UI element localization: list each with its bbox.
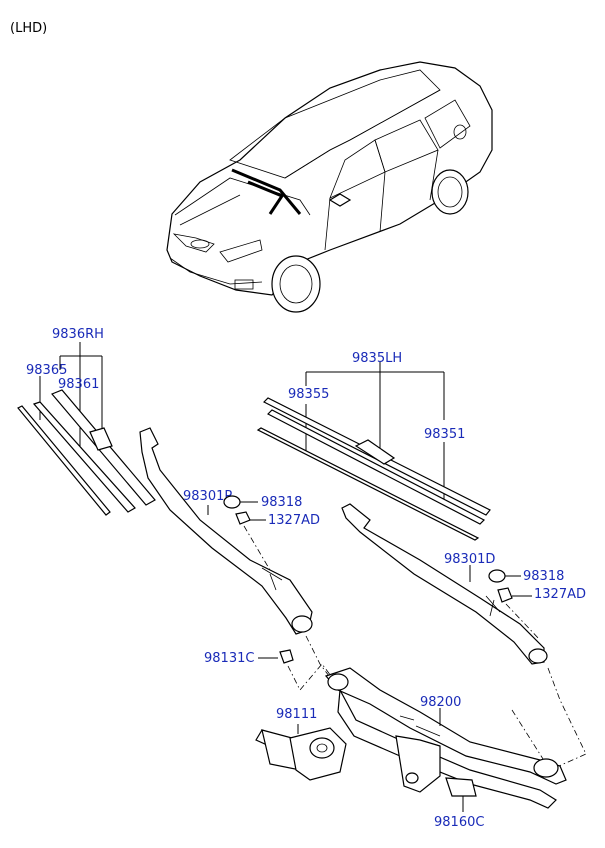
lh-blade-frame (266, 409, 486, 525)
lh-blade-label: 98351 (424, 427, 465, 442)
lh-blade-assy-label: 9835LH (352, 351, 402, 366)
lh-refill-strip (256, 427, 480, 541)
rh-blade-assy-label: 9836RH (52, 327, 104, 342)
car-illustration (166, 61, 493, 313)
lh-arm-label: 98301D (444, 552, 495, 567)
rh-refill-strip (17, 405, 111, 516)
rh-cap-part (223, 495, 241, 509)
rh-cap-label: 98318 (261, 495, 302, 510)
lh-nut-label: 1327AD (534, 587, 586, 602)
lh-wiper-arm (341, 503, 545, 665)
rh-blade-body (32, 401, 136, 513)
rh-arm-group (139, 427, 313, 635)
pivot-nut-part (279, 649, 294, 664)
rh-wiper-arm (139, 427, 313, 635)
rh-blade-label: 98361 (58, 377, 99, 392)
rh-blade-adapter (89, 427, 113, 451)
linkage-label: 98200 (420, 695, 461, 710)
linkage-assembly (324, 667, 567, 809)
rh-arm-label: 98301P (183, 489, 232, 504)
lh-blade-group (256, 362, 491, 541)
lh-arm-group (341, 503, 548, 665)
pivot-nut-label: 98131C (204, 651, 254, 666)
lh-blade-adapter (354, 439, 396, 465)
rh-nut-part (235, 511, 251, 525)
rh-nut-label: 1327AD (268, 513, 320, 528)
motor-label: 98111 (276, 707, 317, 722)
rh-refill-label: 98365 (26, 363, 67, 378)
rh-blade-group (17, 342, 156, 516)
lh-nut-part (497, 587, 513, 603)
lh-cap-part (488, 569, 506, 583)
bracket-label: 98160C (434, 815, 484, 830)
variant-label: (LHD) (10, 21, 47, 36)
bracket-part (445, 777, 477, 797)
lh-refill-label: 98355 (288, 387, 329, 402)
lh-cap-label: 98318 (523, 569, 564, 584)
wiper-motor (255, 724, 347, 781)
